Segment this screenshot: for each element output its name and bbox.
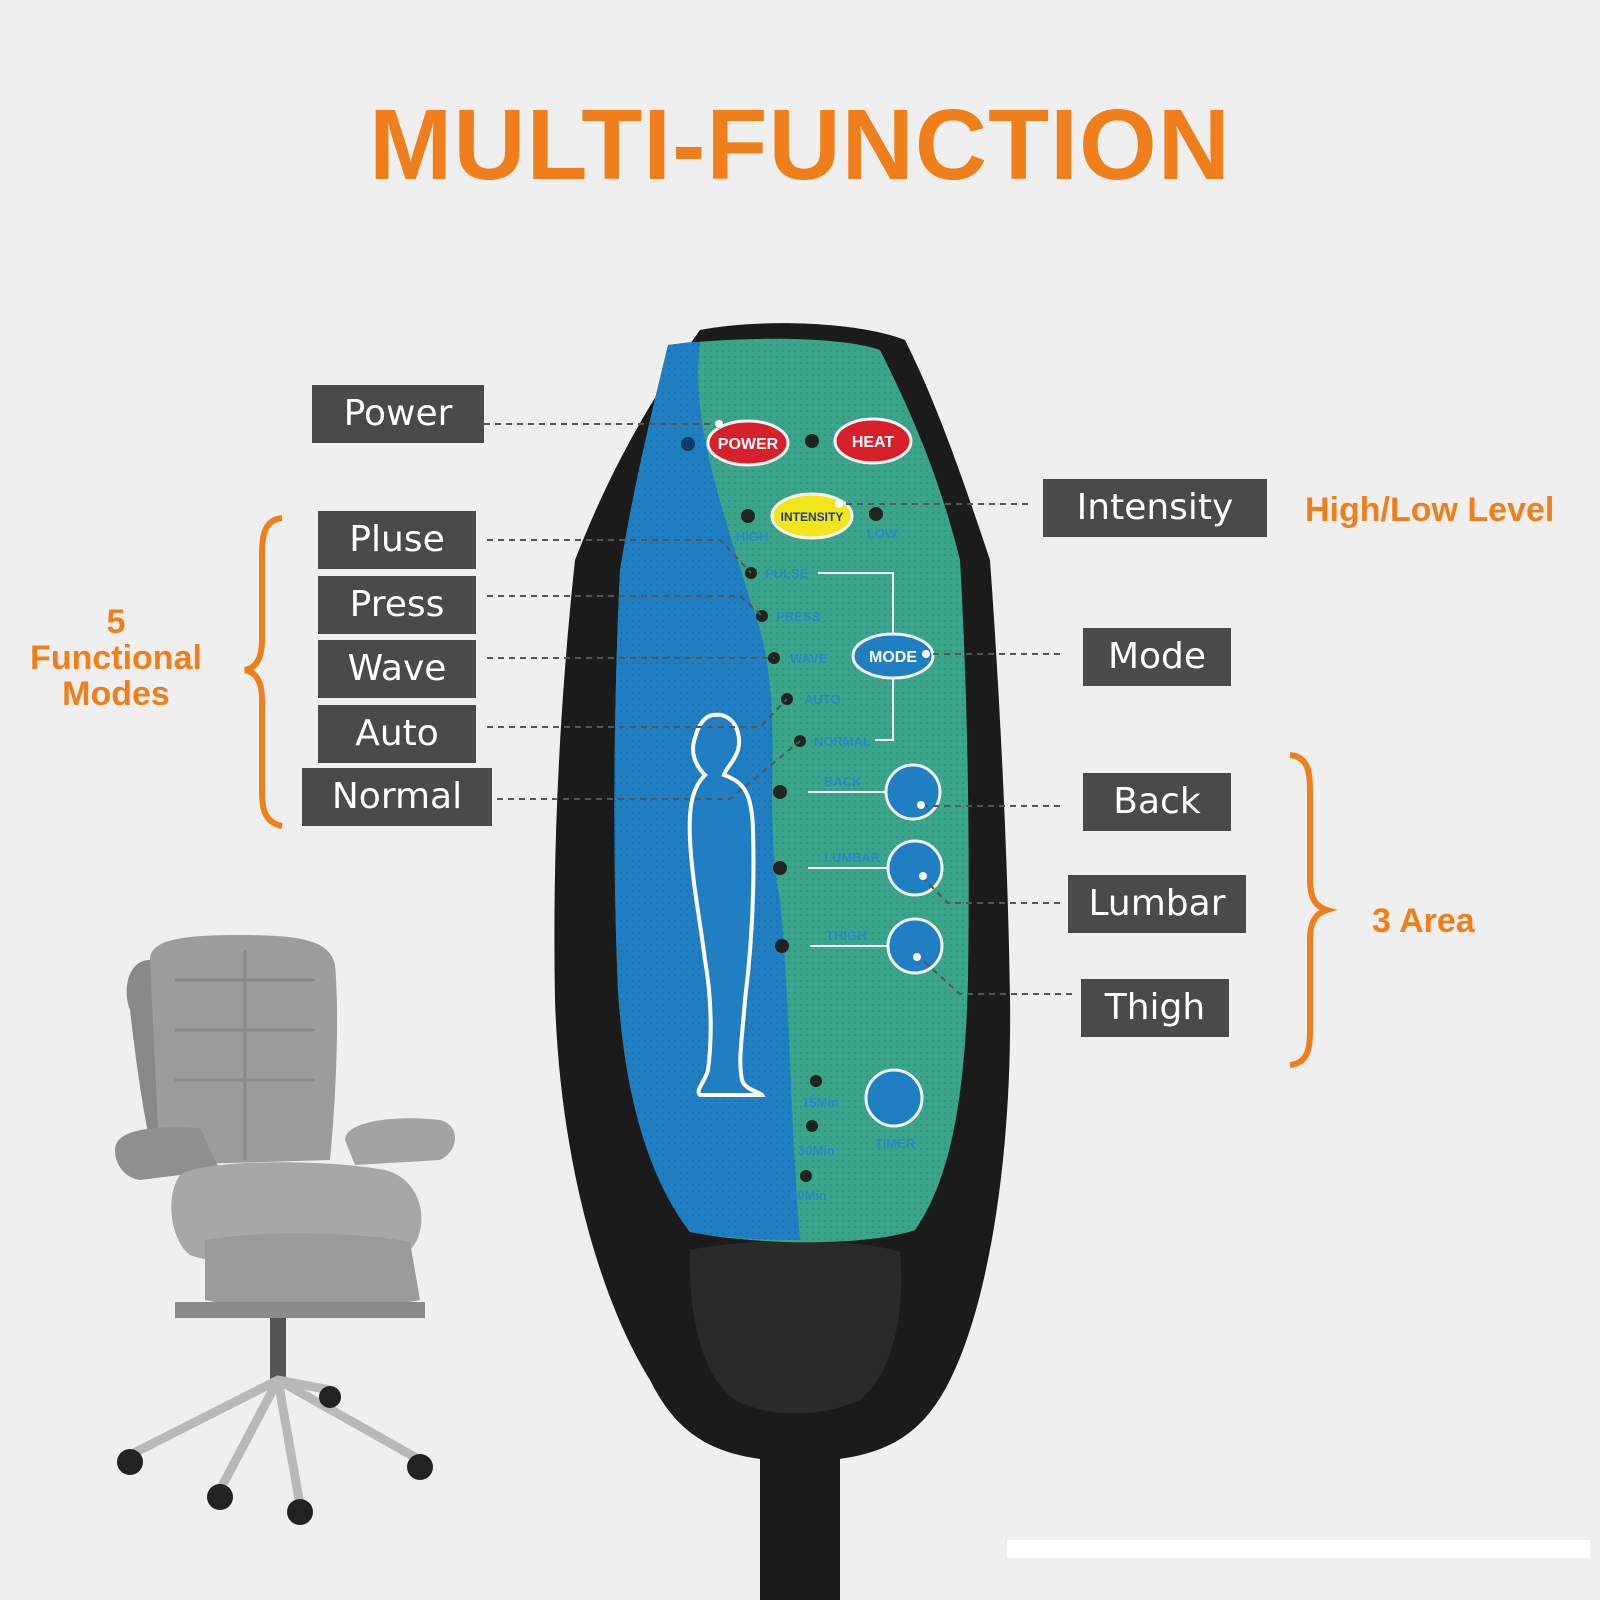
callout-wave: Wave [318,640,476,698]
chair-image [115,935,455,1525]
callout-back: Back [1083,773,1231,831]
low-label: LOW [867,526,898,541]
timer-label: TIMER [875,1136,916,1151]
modes-count-number: 5 [106,603,126,641]
high-low-level-label: High/Low Level [1305,491,1555,529]
modes-count-word1: Functional [30,639,202,677]
callout-thigh: Thigh [1081,979,1229,1037]
lumbar-label: LUMBAR [824,850,881,865]
callout-mode: Mode [1083,628,1231,686]
high-label: HIGH [736,529,769,544]
back-button[interactable] [884,763,942,821]
callout-lumbar: Lumbar [1068,875,1246,933]
press-label: PRESS [776,609,820,624]
callout-auto: Auto [318,705,476,763]
callout-power: Power [312,385,484,443]
modes-count-word2: Modes [62,675,170,713]
areas-brace [1289,752,1338,1068]
thigh-button[interactable] [886,917,944,975]
intensity-button[interactable] [770,492,854,540]
body-silhouette-icon [687,712,766,1097]
wave-label: WAVE [790,651,828,666]
remote-cable [760,1430,840,1600]
mode-button[interactable] [851,632,935,680]
back-label: BACK [824,774,862,789]
callout-normal: Normal [302,768,492,826]
thigh-label: THIGH [826,928,866,943]
heat-button[interactable] [833,417,913,465]
timer-60-label: 60Min [790,1188,827,1203]
power-button[interactable] [706,419,790,467]
callout-press: Press [318,576,476,634]
modes-count-label: 5 Functional Modes [16,604,216,712]
timer-30-label: 30Min [798,1143,835,1158]
auto-label: AUTO [804,692,841,707]
bottom-divider [1007,1540,1590,1558]
timer-button[interactable] [864,1068,924,1128]
power-button-label: POWER [718,436,779,453]
modes-brace [244,515,283,829]
remote-grip [689,1241,902,1414]
intensity-button-label: INTENSITY [781,510,844,524]
lumbar-button[interactable] [886,839,944,897]
callout-intensity: Intensity [1043,479,1267,537]
mode-button-label: MODE [869,649,917,666]
page-title: MULTI-FUNCTION [369,89,1231,201]
pulse-label: PULSE [765,566,809,581]
heat-button-label: HEAT [852,434,895,451]
normal-label: NORMAL [814,734,871,749]
callout-pluse: Pluse [318,511,476,569]
timer-15-label: 15Min [802,1095,839,1110]
area-count-label: 3 Area [1372,902,1475,940]
